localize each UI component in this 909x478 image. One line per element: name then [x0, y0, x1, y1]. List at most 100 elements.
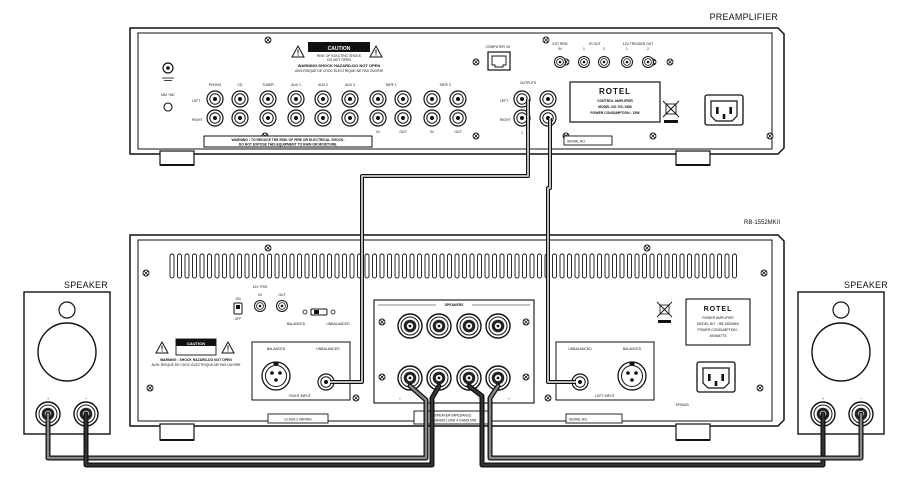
vent-slot — [379, 253, 385, 279]
preamp-output-left-jack-2[interactable] — [539, 90, 557, 108]
vent-slot — [619, 253, 625, 279]
rca-jack-tape2-out-left[interactable] — [449, 90, 467, 108]
ext-rem-in-jack[interactable] — [554, 56, 566, 68]
right-unbalanced-label: UNBALANCED — [316, 347, 340, 351]
vent-slot — [394, 253, 400, 279]
preamp-serial-label: SERIAL NO. — [567, 140, 586, 144]
vent-slot — [334, 253, 340, 279]
left-unbalanced-label: UNBALANCED — [568, 347, 592, 351]
rca-jack-cd-right[interactable] — [231, 109, 249, 127]
phono-mm-mc-switch[interactable] — [163, 102, 173, 112]
vent-slot — [289, 253, 295, 279]
speaker-left-title: SPEAKER — [64, 280, 108, 290]
ir-out-2-jack[interactable] — [598, 56, 610, 68]
rca-jack-phono-right[interactable] — [206, 109, 224, 127]
preamp-model-line2: MODEL NO. RC-1580 — [598, 105, 632, 109]
tape2-out-label: OUT — [454, 130, 461, 134]
amp-trigger-in-jack[interactable] — [254, 300, 266, 312]
rca-jack-tape1-out-right[interactable] — [394, 109, 412, 127]
rca-jack-aux2-right[interactable] — [314, 109, 332, 127]
vent-slot — [559, 253, 565, 279]
rca-jack-tape1-in-right[interactable] — [369, 109, 387, 127]
preamp-ground-terminal — [162, 62, 174, 81]
input-label-aux2: AUX 2 — [318, 83, 328, 87]
vent-slot — [514, 253, 520, 279]
amp-trig-in-label: IN — [258, 293, 262, 297]
speaker-left-plus-label: + — [47, 396, 50, 401]
vent-slot — [664, 253, 670, 279]
rca-jack-tape2-out-right[interactable] — [449, 109, 467, 127]
amp-ac-inlet[interactable] — [696, 361, 736, 393]
right-balanced-label: BALANCED — [267, 347, 286, 351]
tape2-in-label: IN — [430, 130, 434, 134]
speaker-post-top-1[interactable] — [397, 313, 423, 339]
right-input-label: RIGHT INPUT — [289, 394, 311, 398]
preamp-row-right-label: RIGHT — [192, 118, 203, 122]
computer-io-port[interactable] — [487, 51, 511, 71]
rca-jack-tuner-right[interactable] — [259, 109, 277, 127]
rca-jack-tape1-out-left[interactable] — [394, 90, 412, 108]
ir-out-label: IR OUT — [589, 42, 601, 46]
rca-jack-aux3-right[interactable] — [341, 109, 359, 127]
vent-slot — [267, 253, 272, 279]
vent-slot — [649, 253, 655, 279]
vent-slot — [454, 253, 460, 279]
vent-slot — [537, 253, 542, 279]
rca-jack-cd-left[interactable] — [231, 90, 249, 108]
vent-slot — [409, 253, 415, 279]
trigger-out-2-jack[interactable] — [642, 56, 654, 68]
speaker-right-title: SPEAKER — [844, 280, 888, 290]
ir-out-2-label: 2 — [603, 47, 605, 51]
rca-jack-aux2-left[interactable] — [314, 90, 332, 108]
vent-slot — [214, 253, 220, 279]
preamp-caution-sub1: RISK OF ELECTRIC SHOCK — [317, 54, 362, 58]
class2-wiring-plate: CLASS 2 WIRING — [267, 413, 329, 424]
vent-slot — [207, 253, 212, 279]
fire-warning-line2: DO NOT EXPOSE THIS EQUIPMENT TO RAIN OR … — [239, 143, 338, 147]
rca-jack-tape2-in-left[interactable] — [423, 90, 441, 108]
ir-out-1-jack[interactable] — [578, 56, 590, 68]
speaker-post-top-2[interactable] — [426, 313, 452, 339]
vent-slot — [634, 253, 640, 279]
amp-trigger-switch[interactable] — [233, 302, 243, 315]
preamp-fire-warning-plate: WARNING : TO REDUCE THE RISK OF FIRE OR … — [203, 135, 373, 148]
rca-jack-phono-left[interactable] — [206, 90, 224, 108]
vent-slot — [529, 253, 535, 279]
balanced-unbalanced-switch[interactable] — [302, 308, 336, 316]
vent-slot — [732, 253, 737, 279]
vent-slot — [709, 253, 715, 279]
speaker-right-minus-label: − — [860, 396, 863, 401]
rca-jack-aux1-left[interactable] — [287, 90, 305, 108]
left-xlr-input[interactable] — [617, 361, 647, 391]
speakers-label: SPEAKERS — [445, 303, 464, 307]
vent-slot — [259, 253, 265, 279]
vent-slot — [304, 253, 310, 279]
amp-trigger-out-jack[interactable] — [276, 300, 288, 312]
vent-slot — [319, 253, 325, 279]
vent-slot — [327, 253, 332, 279]
rca-jack-tape2-in-right[interactable] — [423, 109, 441, 127]
interconnect-cable-left — [546, 118, 576, 384]
vent-slot — [349, 253, 355, 279]
vent-slot — [424, 253, 430, 279]
rca-jack-aux3-left[interactable] — [341, 90, 359, 108]
preamp-ac-inlet[interactable] — [704, 94, 744, 126]
trigger-out-label: 12V TRIGGER OUT — [623, 42, 653, 46]
speaker-post-top-3[interactable] — [456, 313, 482, 339]
input-label-tape2: TAPE 2 — [439, 83, 451, 87]
vent-slot — [582, 253, 587, 279]
vent-slot — [484, 253, 490, 279]
speaker-post-top-4[interactable] — [485, 313, 511, 339]
trigger-out-1-jack[interactable] — [621, 56, 633, 68]
right-xlr-input[interactable] — [261, 361, 291, 391]
preamp-caution-label: CAUTION RISK OF ELECTRIC SHOCK DO NOT OP… — [291, 42, 384, 73]
vent-slot — [604, 253, 610, 279]
amp-model-line1: POWER AMPLIFIER — [702, 316, 734, 320]
vent-slot — [492, 253, 497, 279]
rca-jack-aux1-right[interactable] — [287, 109, 305, 127]
vent-slot — [469, 253, 475, 279]
rca-jack-tuner-left[interactable] — [259, 90, 277, 108]
switch-balanced-label: BALANCED — [287, 322, 306, 326]
vent-slot — [312, 253, 317, 279]
rca-jack-tape1-in-left[interactable] — [369, 90, 387, 108]
